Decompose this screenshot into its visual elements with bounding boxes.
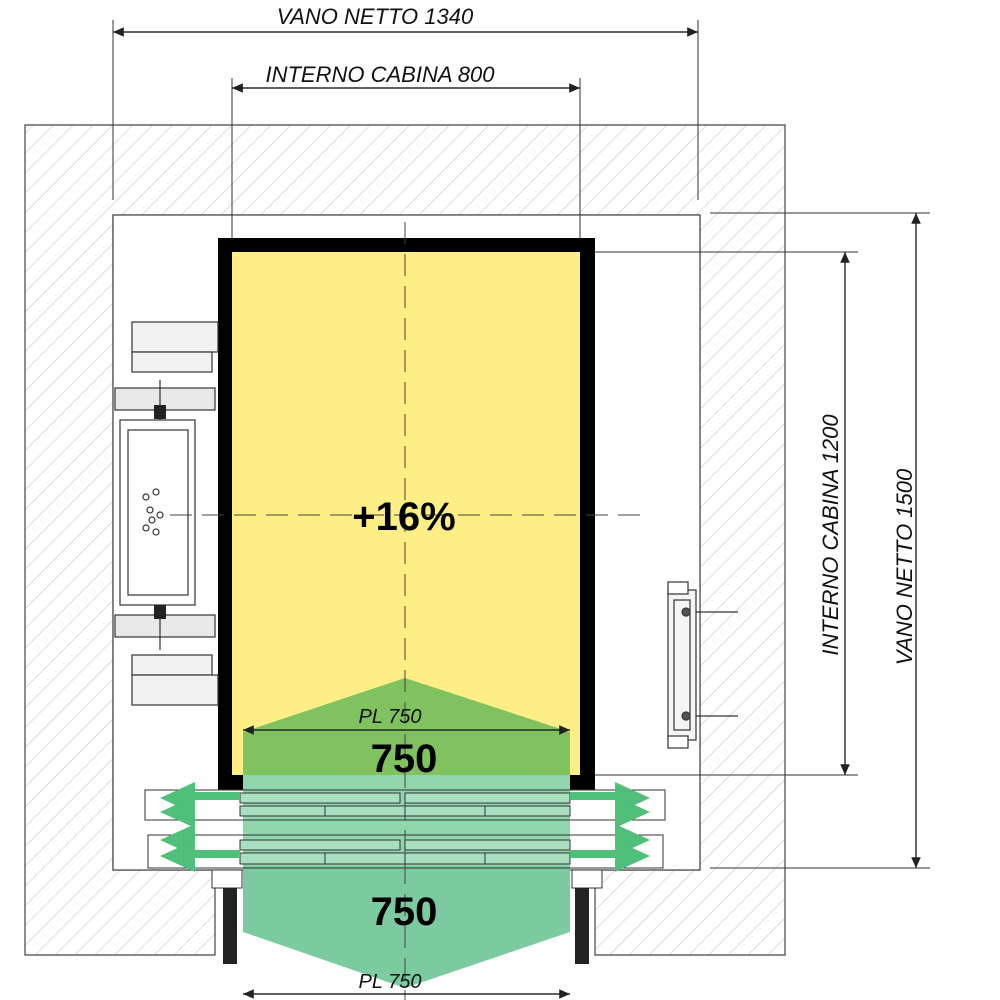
cabin-depth-dimension: INTERNO CABINA 1200	[590, 251, 858, 776]
cabin-width-dimension: INTERNO CABINA 800	[231, 62, 581, 240]
cabin-width-label: INTERNO CABINA 800	[265, 62, 495, 87]
center-axes	[170, 222, 645, 1000]
shaft-depth-dimension: VANO NETTO 1500	[710, 212, 930, 869]
shaft-width-dimension: VANO NETTO 1340	[112, 4, 699, 200]
shaft-depth-label: VANO NETTO 1500	[892, 468, 917, 665]
landing-door-passage-label: PL 750	[358, 971, 421, 993]
cabin-door-zone	[243, 678, 570, 775]
cabin-door-passage-dimension: PL 750	[243, 706, 570, 735]
shaft-width-label: VANO NETTO 1340	[277, 4, 474, 29]
landing-jambs	[211, 869, 603, 964]
landing-door-width-label: 750	[371, 890, 438, 934]
capacity-increase-label: +16%	[352, 495, 455, 539]
cabin-depth-label: INTERNO CABINA 1200	[818, 414, 843, 656]
door-open-arrows-left	[160, 782, 240, 872]
landing-door-passage-dimension: PL 750	[243, 971, 570, 999]
door-open-arrows-right	[570, 782, 650, 872]
cabin-door-passage-label: PL 750	[358, 706, 421, 728]
counterweight-assembly	[114, 321, 219, 706]
landing-door-zone	[243, 866, 570, 988]
cabin-door-width-label: 750	[371, 737, 438, 781]
right-guide-rail	[667, 581, 738, 749]
